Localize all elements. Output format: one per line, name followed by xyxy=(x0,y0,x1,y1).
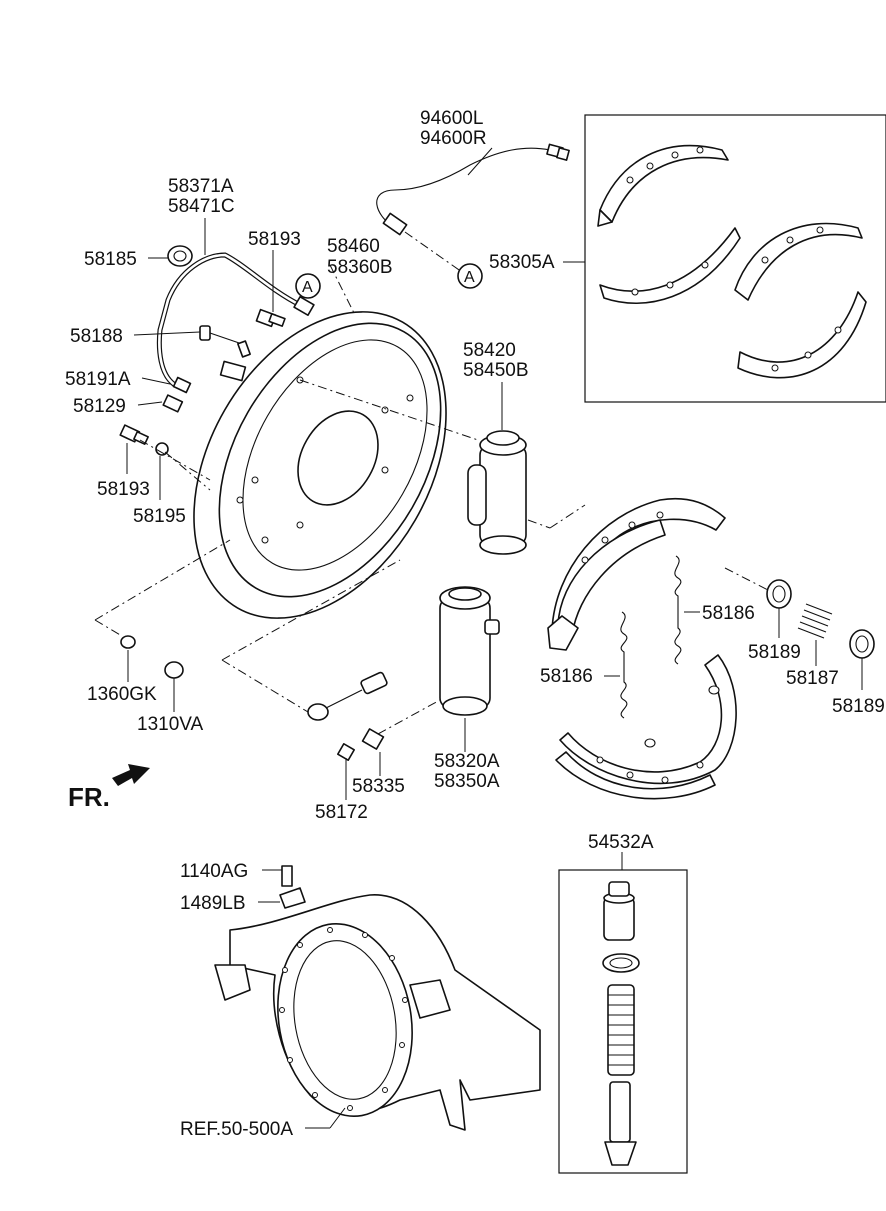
label-1310va: 1310VA xyxy=(137,714,204,735)
label-58193-bottom: 58193 xyxy=(97,479,150,500)
brake-shoes-main xyxy=(547,497,737,800)
wheel-cylinder-upper xyxy=(467,430,527,555)
label-58189-right: 58189 xyxy=(832,696,885,717)
label-58350a: 58350A xyxy=(434,771,500,792)
speed-sensor xyxy=(307,671,388,761)
label-58420: 58420 xyxy=(463,340,516,361)
retainer-and-spring xyxy=(766,579,875,659)
label-58320a: 58320A xyxy=(434,751,500,772)
callout-a-left xyxy=(295,273,321,299)
label-58193-top: 58193 xyxy=(248,229,301,250)
wheel-cylinder-lower xyxy=(439,586,500,716)
label-58129: 58129 xyxy=(73,396,126,417)
return-springs xyxy=(620,555,682,719)
label-58335: 58335 xyxy=(352,776,405,797)
label-front: FR. xyxy=(68,782,110,812)
fastener-group xyxy=(119,245,286,679)
label-94600r: 94600R xyxy=(420,128,487,149)
label-58360b: 58360B xyxy=(327,257,393,278)
label-58371a: 58371A xyxy=(168,176,234,197)
label-58172: 58172 xyxy=(315,802,368,823)
label-58195: 58195 xyxy=(133,506,186,527)
label-ref: REF.50-500A xyxy=(180,1119,293,1140)
label-94600l: 94600L xyxy=(420,108,483,129)
label-1140ag: 1140AG xyxy=(180,861,248,882)
label-58305a: 58305A xyxy=(489,252,555,273)
label-54532a: 54532A xyxy=(588,832,654,853)
label-58189-left: 58189 xyxy=(748,642,801,663)
brake-pipe xyxy=(156,252,315,388)
callout-a-right-text: A xyxy=(464,269,475,286)
backing-plate xyxy=(193,311,447,619)
callout-a-right xyxy=(457,263,483,289)
label-58191a: 58191A xyxy=(65,369,131,390)
label-1360gk: 1360GK xyxy=(87,684,157,705)
brake-shoe-kit-box xyxy=(584,114,886,403)
label-58185: 58185 xyxy=(84,249,137,270)
axle-housing xyxy=(214,865,541,1131)
label-58471c: 58471C xyxy=(168,196,235,217)
callout-a-left-text: A xyxy=(302,279,313,296)
label-58186-left: 58186 xyxy=(540,666,593,687)
adjuster-kit-box xyxy=(558,869,688,1174)
label-1489lb: 1489LB xyxy=(180,893,246,914)
abs-sensor-wire xyxy=(376,143,570,236)
label-58460: 58460 xyxy=(327,236,380,257)
front-direction-arrow xyxy=(112,764,150,786)
label-58187: 58187 xyxy=(786,668,839,689)
label-58450b: 58450B xyxy=(463,360,529,381)
label-58186-right: 58186 xyxy=(702,603,755,624)
label-58188: 58188 xyxy=(70,326,123,347)
